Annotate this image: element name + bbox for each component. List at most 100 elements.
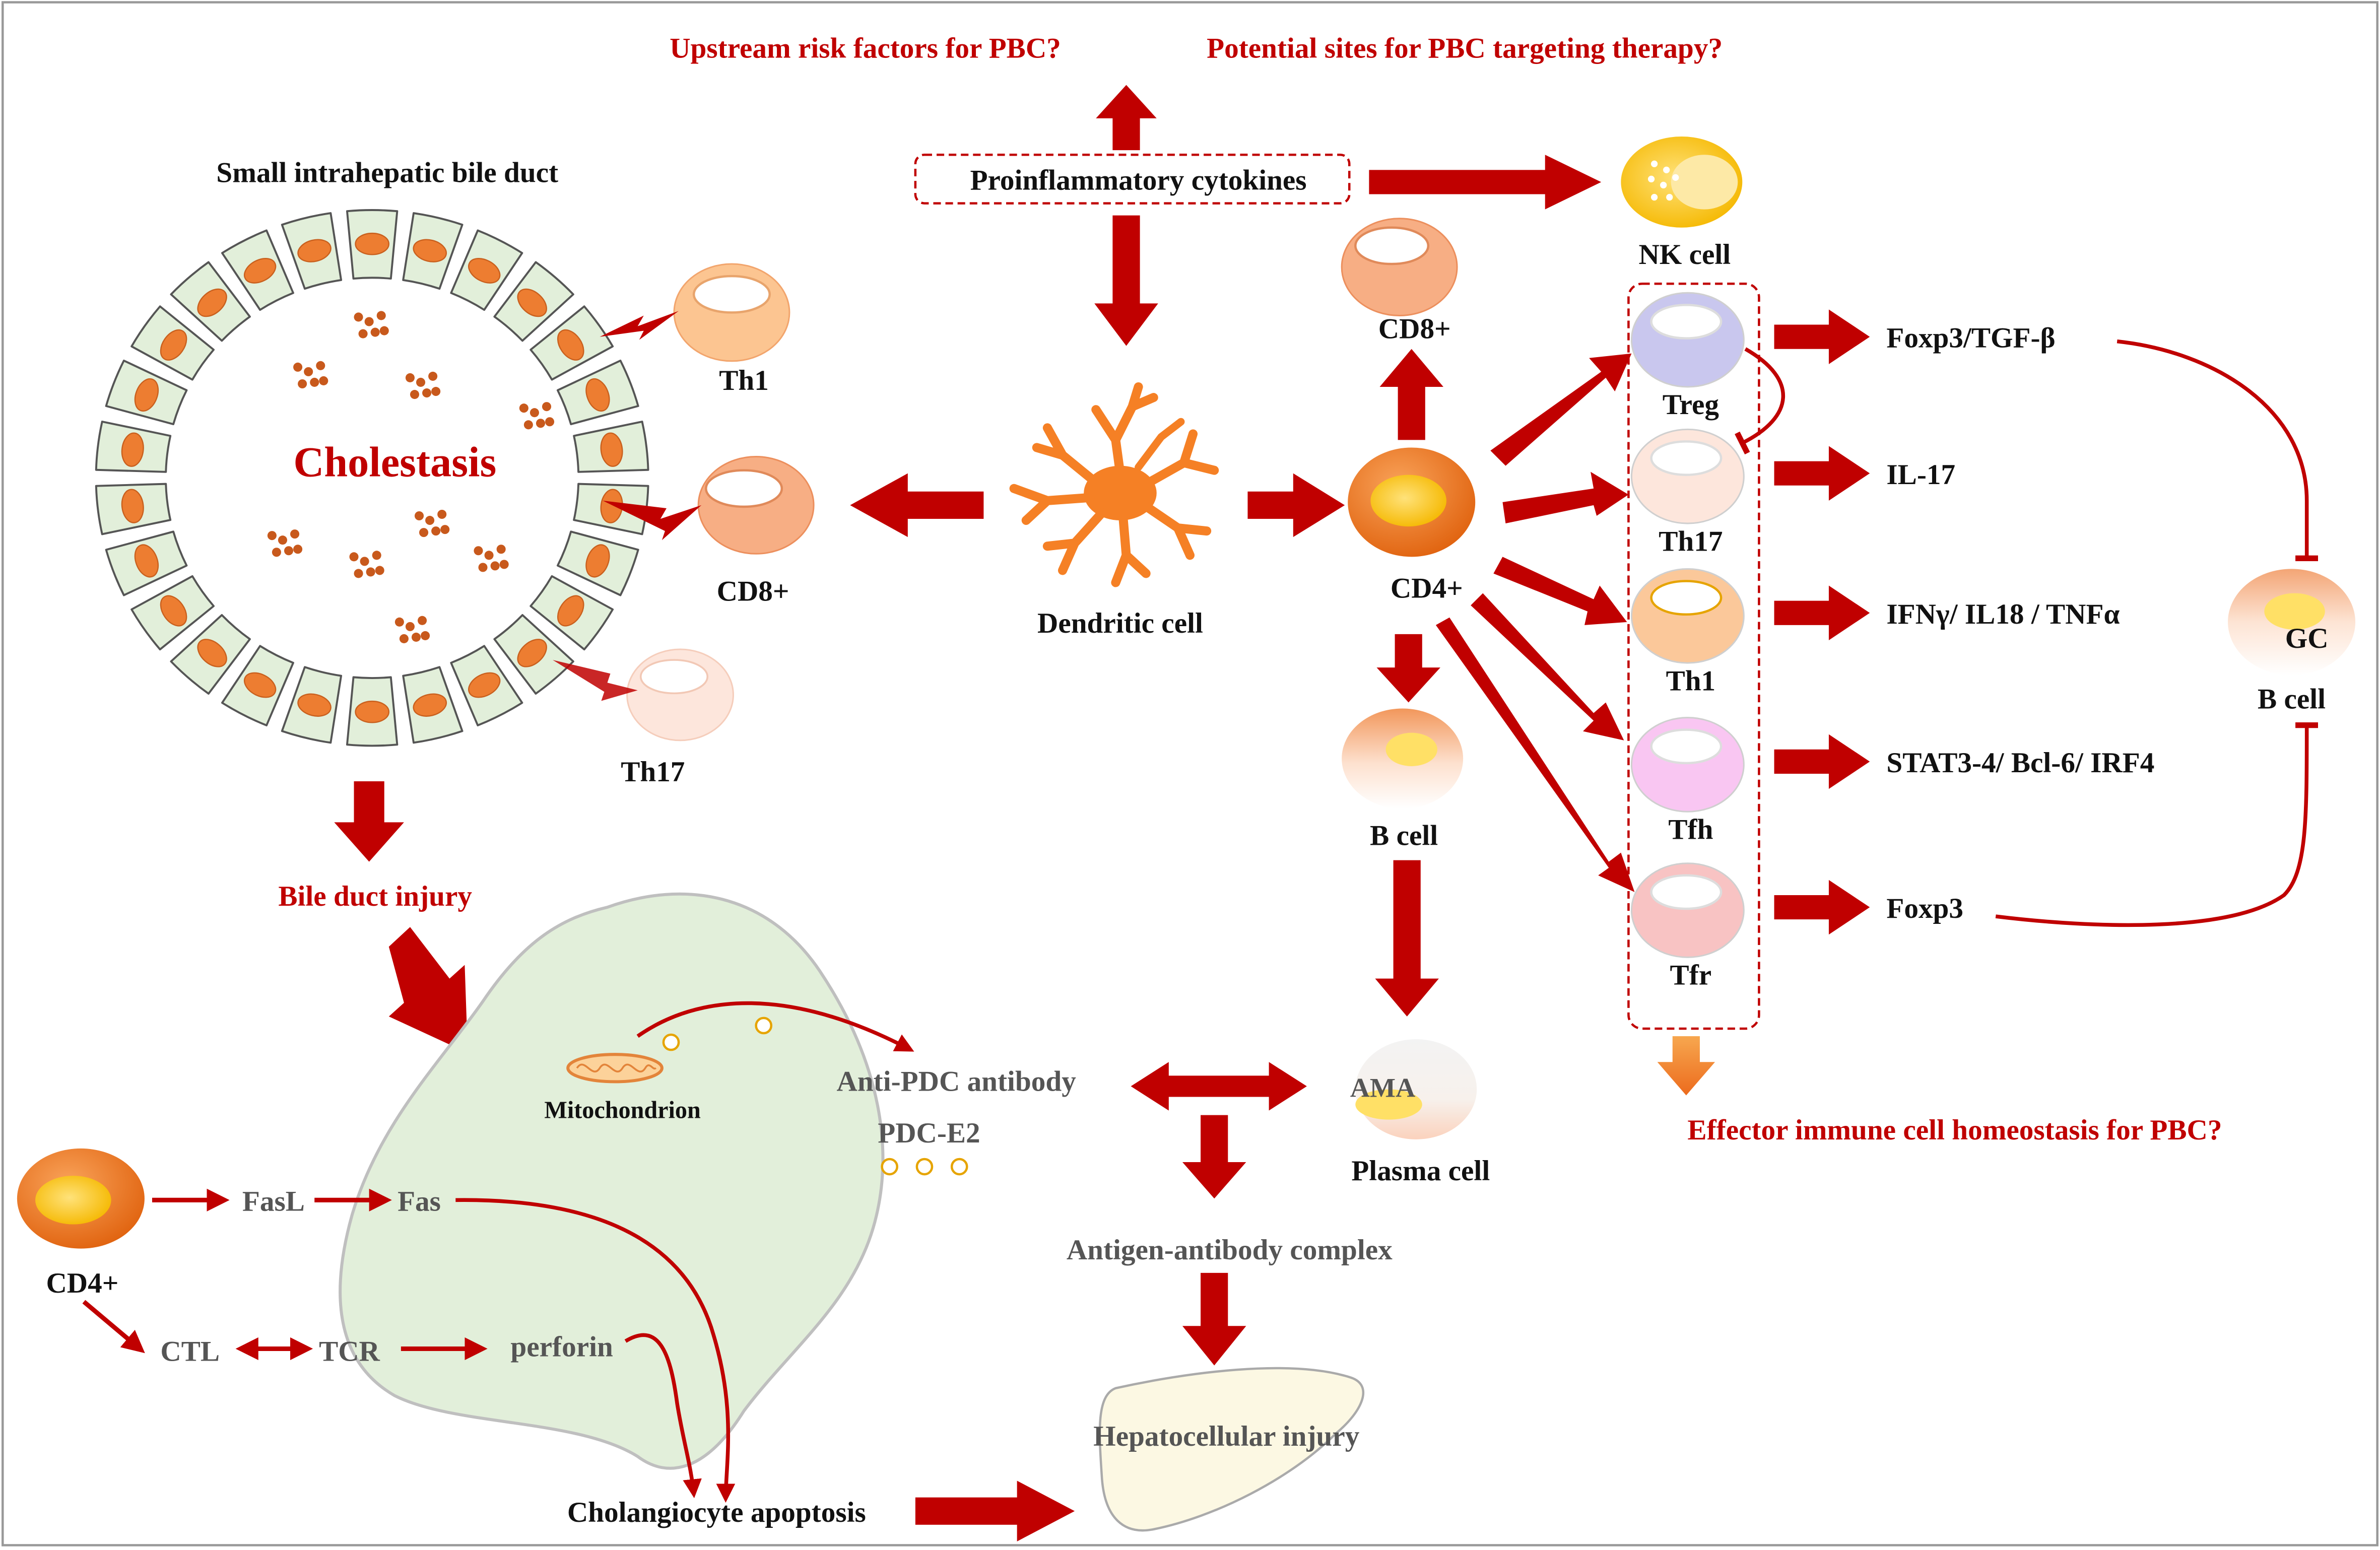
bile-duct-epithelial-cell	[95, 421, 172, 473]
bile-dot	[394, 617, 404, 627]
hepatocellular-label: Hepatocellular injury	[1093, 1421, 1360, 1452]
bile-dot	[364, 317, 374, 326]
arrow-to-hepatocellular	[1182, 1272, 1246, 1366]
bile-duct-epithelial-cell	[105, 530, 188, 596]
pdc-dot	[950, 1158, 968, 1176]
mitochondrion-label: Mitochondrion	[544, 1097, 701, 1124]
bile-dot	[496, 545, 506, 554]
upstream-question: Upstream risk factors for PBC?	[670, 32, 1061, 64]
bile-dot	[478, 563, 488, 572]
bile-dot	[319, 376, 328, 385]
bile-dot	[360, 557, 369, 566]
bile-dots	[267, 311, 555, 643]
ctl-label: CTL	[160, 1336, 220, 1368]
t-subsets-box	[1627, 282, 1760, 1030]
bile-duct-epithelial-cell	[221, 645, 294, 726]
treg-inhibits-th17	[1735, 347, 1785, 455]
cd8-cell-top	[1341, 218, 1458, 316]
bile-duct-epithelial-cell	[556, 359, 639, 426]
arrow-subset-to-product	[1774, 585, 1870, 640]
bile-dot	[358, 329, 368, 339]
arrow-subset-to-product	[1774, 309, 1870, 364]
bile-dot	[316, 361, 325, 370]
bile-dot	[421, 631, 430, 640]
bile-dot	[293, 545, 303, 554]
arrow-cd4-to-cd8	[1379, 349, 1443, 440]
arrow-apoptosis-to-liver	[915, 1480, 1075, 1541]
cd4-cell-center	[1348, 447, 1476, 557]
therapy-question: Potential sites for PBC targeting therap…	[1207, 32, 1723, 64]
bile-dot	[411, 632, 421, 642]
bile-dot	[278, 535, 287, 545]
bile-dot	[298, 379, 307, 389]
arrow-dendritic-to-cd4	[1247, 473, 1345, 537]
arrow-cytokines-to-nk	[1369, 155, 1602, 210]
bile-dot	[267, 531, 277, 541]
subset-label: Tfr	[1670, 960, 1712, 991]
bile-duct-injury-label: Bile duct injury	[278, 881, 472, 912]
cd8-attacker: CD8+	[603, 456, 815, 608]
th17-attacker: Th17	[553, 648, 734, 788]
bile-dot	[545, 417, 555, 427]
cd8-attacker-label: CD8+	[717, 576, 789, 608]
subset-label: Treg	[1663, 389, 1720, 421]
bile-dot	[536, 419, 545, 428]
bile-duct-epithelial-cell	[346, 676, 399, 747]
pdc-dot	[755, 1017, 773, 1035]
bile-duct-epithelial-cell	[556, 530, 639, 596]
subset-treg: Treg	[1630, 292, 1745, 421]
bile-dot	[304, 367, 313, 376]
bile-duct-epithelial-cell	[530, 575, 614, 651]
bile-dot	[474, 546, 483, 556]
arrow-injury-to-cholangiocyte	[388, 927, 468, 1053]
bile-duct-epithelial-cell	[346, 209, 399, 280]
bile-dot	[354, 312, 363, 322]
antigen-antibody-complex-label: Antigen-antibody complex	[1067, 1234, 1393, 1266]
bile-dot	[437, 509, 447, 519]
arrow-fas-to-apoptosis	[455, 1198, 736, 1503]
bile-duct-epithelial-cell	[130, 305, 215, 381]
bile-dot	[284, 546, 294, 556]
bile-dot	[370, 327, 380, 337]
arrow-to-upstream	[1096, 85, 1157, 151]
cholestasis-label: Cholestasis	[293, 439, 496, 486]
arrow-subset-to-product	[1774, 880, 1870, 935]
pdc-dot	[881, 1158, 898, 1176]
dendritic-cell-icon	[1009, 382, 1219, 587]
bile-dot	[418, 616, 427, 625]
cd8-top-label: CD8+	[1378, 313, 1451, 345]
bile-dot	[272, 548, 281, 557]
bile-dot	[376, 311, 386, 320]
th17-attacker-label: Th17	[621, 756, 685, 788]
arrow-to-complex	[1182, 1115, 1246, 1199]
cd4-bottom-label: CD4+	[46, 1267, 118, 1299]
bile-duct-epithelial-cell	[402, 212, 464, 290]
liver-icon	[1098, 1367, 1365, 1532]
treg-inhibits-gc	[2117, 339, 2319, 561]
bile-dot	[440, 525, 450, 534]
bile-duct-epithelial-cell	[221, 229, 294, 311]
bile-duct-epithelial-cell	[281, 666, 343, 744]
bile-duct-epithelial-cell	[105, 359, 188, 426]
bile-dot	[419, 528, 429, 537]
bile-dot	[490, 561, 500, 571]
pdc-dot	[662, 1033, 680, 1051]
subset-tfr: Tfr	[1630, 862, 1745, 991]
pdc-e2-label: PDC-E2	[878, 1117, 980, 1149]
bile-dot	[431, 387, 441, 396]
subset-th1: Th1	[1630, 568, 1745, 697]
subset-product-label: Foxp3/TGF-β	[1886, 322, 2055, 354]
arrow-cd4-to-bcell	[1376, 634, 1440, 703]
th1-attacker-label: Th1	[719, 365, 769, 396]
gc-b-cell	[2228, 569, 2356, 676]
bile-dot	[542, 402, 552, 412]
ama-label: AMA	[1350, 1073, 1415, 1103]
cholangiocyte-blob	[339, 892, 885, 1470]
arrow-subset-to-product	[1774, 734, 1870, 789]
double-arrow-antibody-plasma	[1131, 1062, 1307, 1111]
homeostasis-question: Effector immune cell homeostasis for PBC…	[1687, 1114, 2222, 1146]
bile-dot	[523, 420, 533, 430]
bile-dot	[530, 408, 539, 418]
gc-label: GC	[2285, 623, 2329, 654]
